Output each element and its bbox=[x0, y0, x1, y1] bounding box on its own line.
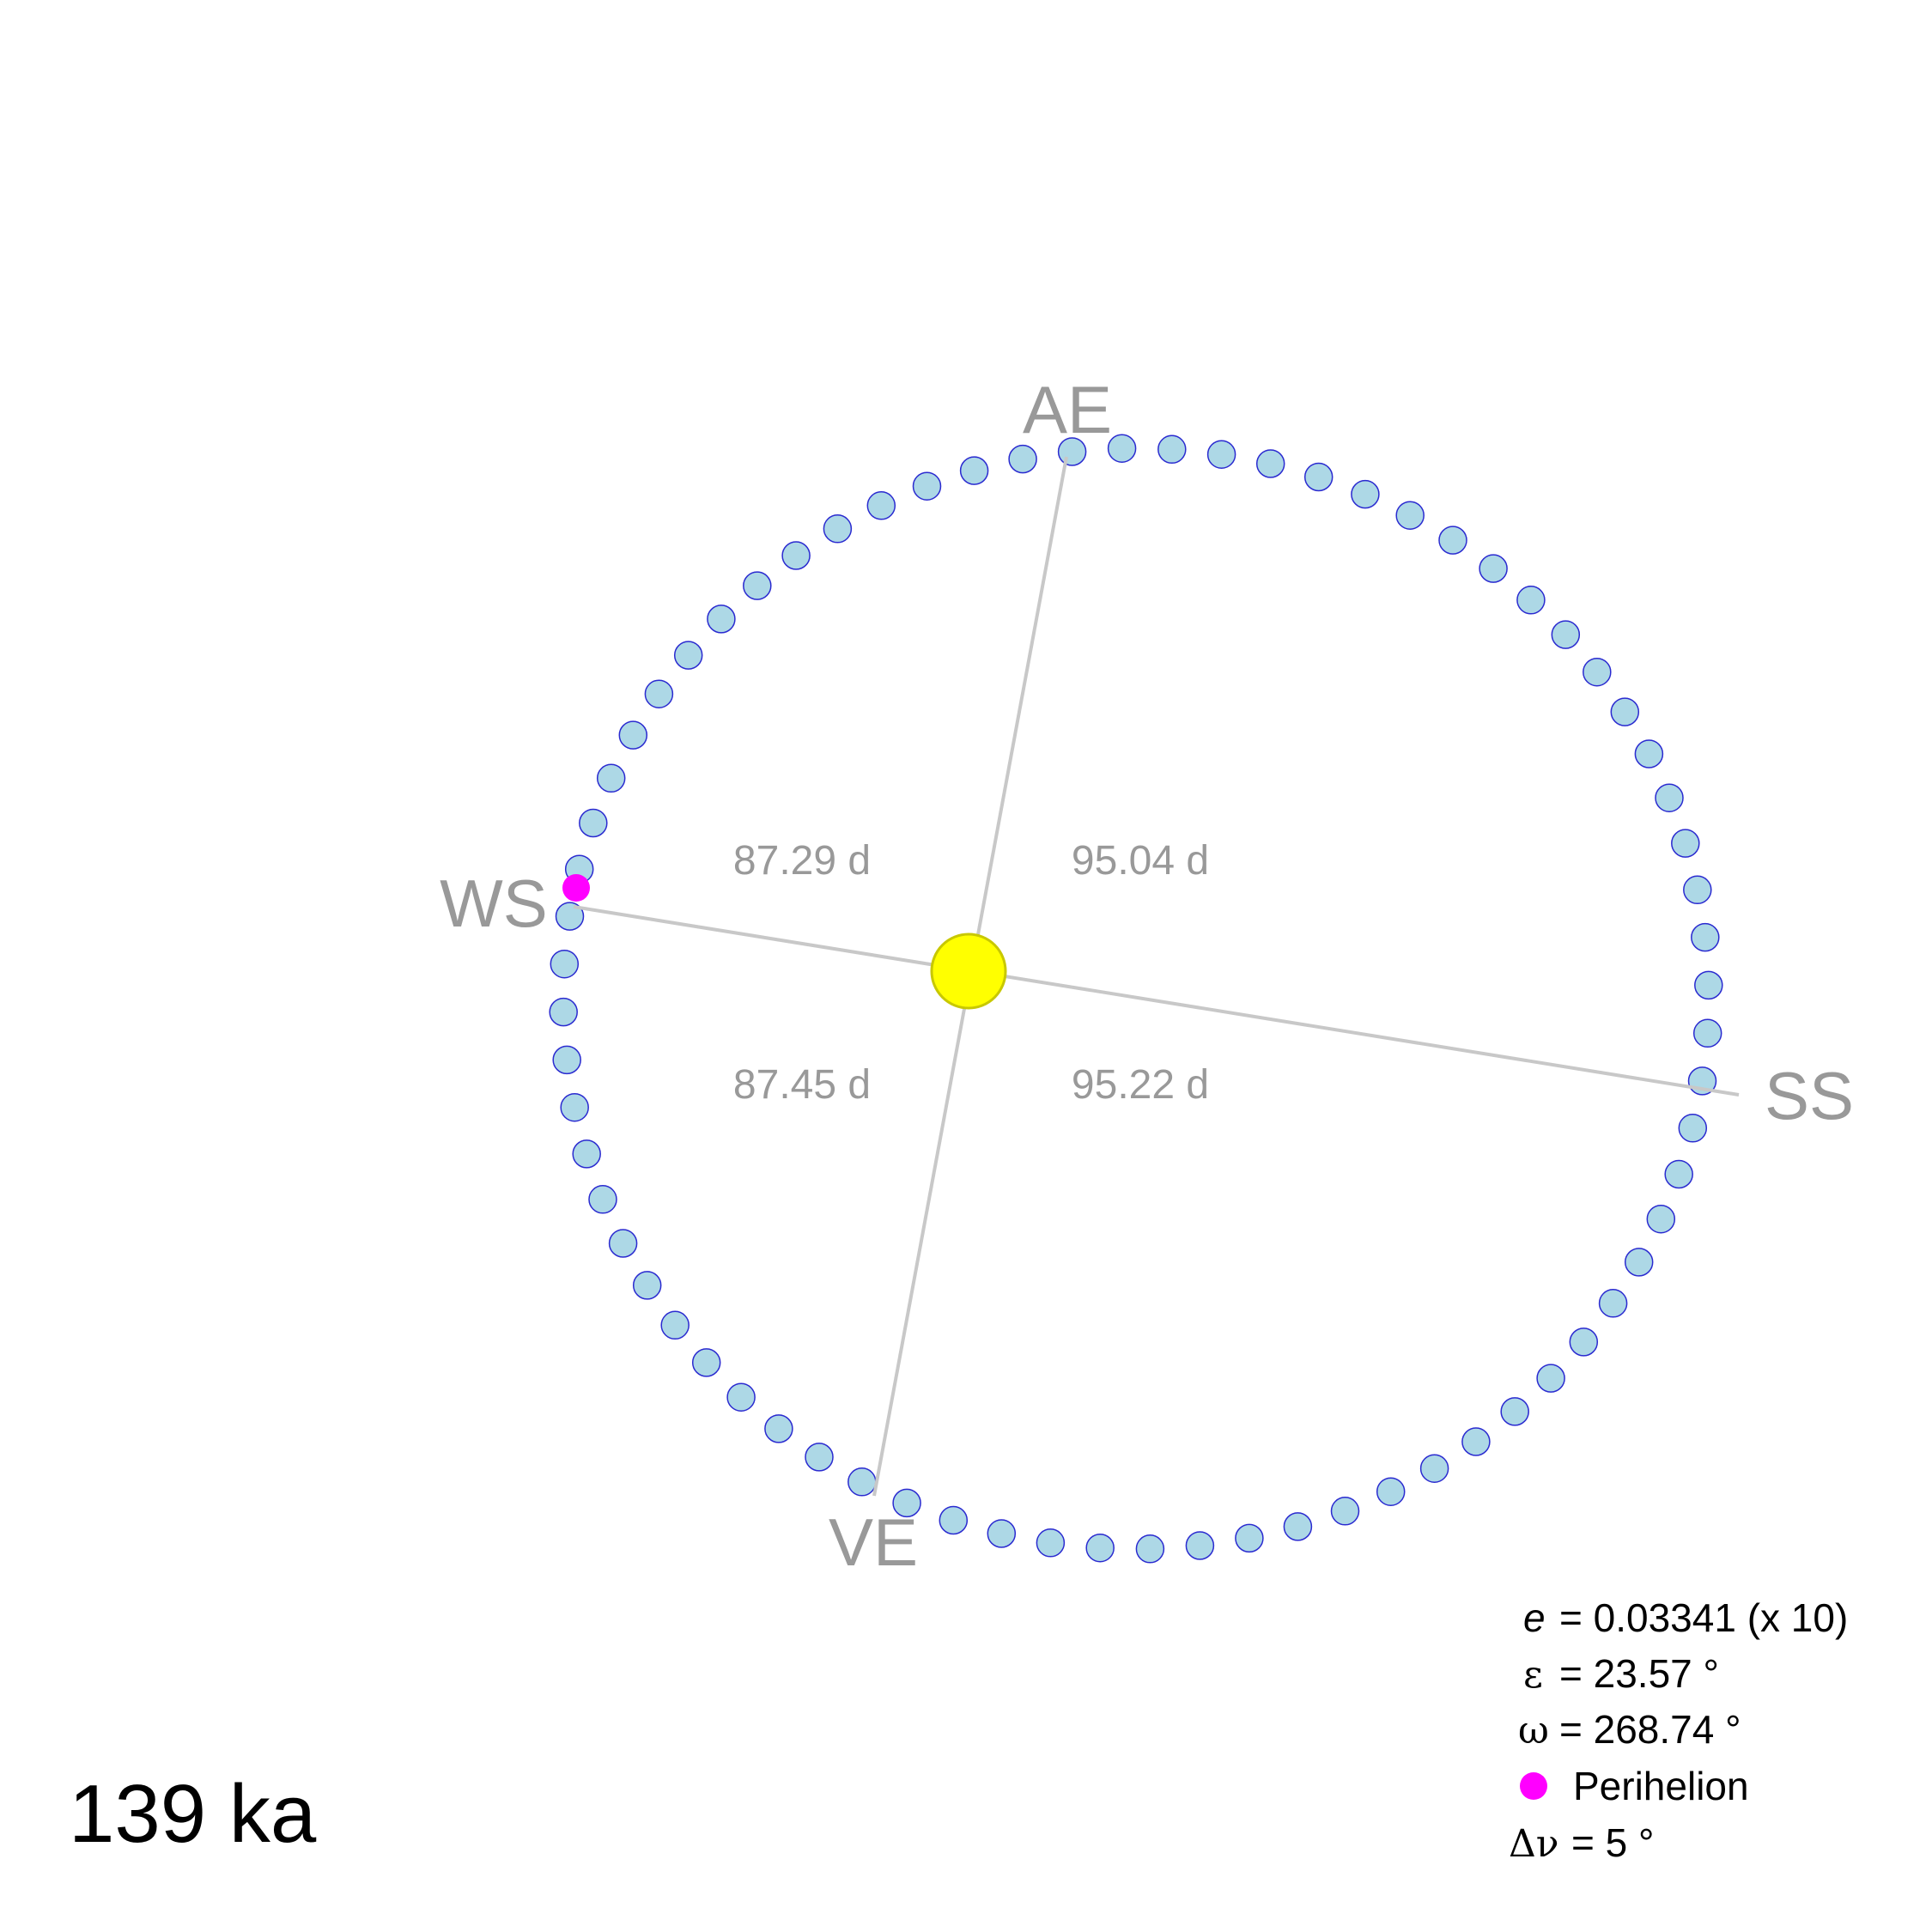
precession-value: = 268.74 ° bbox=[1559, 1707, 1741, 1752]
orbit-marker bbox=[781, 541, 811, 570]
orbit-marker bbox=[764, 1414, 793, 1443]
summer-solstice-label: SS bbox=[1765, 1058, 1854, 1133]
orbit-marker bbox=[660, 1310, 690, 1340]
autumnal-equinox-label: AE bbox=[1023, 372, 1112, 447]
orbit-marker bbox=[1683, 875, 1712, 905]
orbit-marker bbox=[1536, 1364, 1565, 1393]
precession-symbol: ω bbox=[1518, 1709, 1549, 1753]
orbit-marker bbox=[1330, 1497, 1360, 1526]
orbit-marker bbox=[555, 902, 585, 931]
orbit-marker bbox=[596, 763, 626, 793]
orbit-marker bbox=[1185, 1531, 1215, 1560]
orbit-marker bbox=[1085, 1533, 1115, 1563]
orbit-marker bbox=[1303, 462, 1334, 492]
step-value: = 5 ° bbox=[1571, 1820, 1654, 1865]
season-length-lower-right: 95.22 d bbox=[1072, 1062, 1209, 1108]
orbit-marker bbox=[1008, 444, 1037, 474]
orbit-marker bbox=[1583, 657, 1612, 687]
orbit-marker bbox=[1036, 1528, 1066, 1558]
orbit-marker bbox=[608, 1229, 638, 1258]
orbit-marker bbox=[1255, 449, 1285, 478]
orbit-marker bbox=[1671, 829, 1700, 858]
orbit-marker bbox=[618, 720, 648, 750]
orbit-marker bbox=[1551, 620, 1581, 649]
orbit-marker bbox=[552, 1045, 581, 1075]
orbit-marker bbox=[1624, 1248, 1654, 1277]
eccentricity-symbol: e bbox=[1523, 1595, 1546, 1640]
orbit-marker bbox=[1107, 434, 1137, 463]
orbit-marker bbox=[1691, 922, 1720, 952]
orbit-marker bbox=[1376, 1477, 1406, 1506]
orbit-marker bbox=[726, 1382, 756, 1412]
orbit-marker bbox=[987, 1519, 1017, 1548]
orbit-marker bbox=[549, 997, 578, 1027]
orbit-marker bbox=[560, 1092, 589, 1122]
orbit-marker bbox=[1235, 1523, 1264, 1553]
orbit-marker bbox=[1634, 739, 1664, 769]
orbit-marker bbox=[1569, 1327, 1599, 1357]
age-label: 139 ka bbox=[69, 1768, 317, 1860]
sun bbox=[930, 933, 1007, 1010]
orbit-marker bbox=[1395, 501, 1425, 530]
orbit-marker bbox=[707, 605, 736, 634]
perihelion-legend-label: Perihelion bbox=[1573, 1764, 1749, 1808]
orbit-marker bbox=[673, 641, 703, 670]
orbit-marker bbox=[959, 456, 989, 485]
orbit-marker bbox=[1692, 1018, 1722, 1048]
orbit-marker bbox=[1655, 783, 1684, 812]
orbit-marker bbox=[1283, 1512, 1313, 1541]
orbit-marker bbox=[848, 1467, 877, 1497]
orbit-marker bbox=[1610, 697, 1640, 726]
orbit-marker bbox=[892, 1488, 921, 1518]
obliquity-symbol: ε bbox=[1523, 1653, 1543, 1697]
orbit-marker bbox=[939, 1505, 969, 1535]
orbit-marker bbox=[1135, 1534, 1165, 1564]
orbit-marker bbox=[1351, 479, 1380, 509]
orbit-marker bbox=[805, 1443, 834, 1472]
perihelion-marker bbox=[562, 874, 590, 902]
orbit-marker bbox=[1157, 434, 1187, 465]
orbit-marker bbox=[1206, 440, 1236, 469]
eccentricity-value: = 0.03341 (x 10) bbox=[1559, 1595, 1848, 1640]
orbit-marker bbox=[1664, 1159, 1693, 1189]
orbit-marker bbox=[644, 679, 674, 708]
orbit-marker bbox=[1516, 586, 1546, 615]
orbit-marker bbox=[912, 471, 942, 501]
season-length-lower-left: 87.45 d bbox=[733, 1062, 871, 1108]
orbit-marker bbox=[550, 949, 580, 979]
orbit-marker bbox=[691, 1348, 721, 1377]
orbit-marker bbox=[579, 808, 608, 838]
orbit-marker bbox=[632, 1271, 662, 1300]
orbit-marker bbox=[1419, 1454, 1449, 1483]
orbit-marker bbox=[572, 1139, 601, 1169]
winter-solstice-label: WS bbox=[440, 866, 548, 941]
step-symbol: Δν bbox=[1509, 1822, 1559, 1866]
solstice-axis bbox=[573, 905, 1740, 1097]
orbit-marker bbox=[866, 491, 896, 520]
obliquity-value: = 23.57 ° bbox=[1559, 1651, 1719, 1696]
orbit-marker bbox=[823, 514, 853, 544]
season-length-upper-right: 95.04 d bbox=[1072, 838, 1209, 884]
orbit-marker bbox=[588, 1185, 617, 1214]
orbit-marker bbox=[743, 571, 772, 600]
orbit-marker bbox=[1438, 526, 1467, 555]
orbit-marker bbox=[1461, 1427, 1491, 1456]
season-length-upper-left: 87.29 d bbox=[733, 838, 871, 884]
orbit-marker bbox=[1694, 970, 1723, 1000]
orbit-marker bbox=[1678, 1114, 1708, 1143]
orbit-marker bbox=[1500, 1397, 1529, 1426]
orbital-parameters: e = 0.03341 (x 10) ε = 23.57 ° ω = 268.7… bbox=[1509, 1595, 1848, 1866]
vernal-equinox-label: VE bbox=[829, 1504, 918, 1580]
orbit-marker bbox=[1646, 1204, 1676, 1234]
perihelion-legend-marker bbox=[1520, 1772, 1547, 1800]
orbit-markers bbox=[549, 434, 1723, 1564]
orbit-marker bbox=[1598, 1289, 1628, 1318]
orbit-marker bbox=[1479, 554, 1508, 583]
